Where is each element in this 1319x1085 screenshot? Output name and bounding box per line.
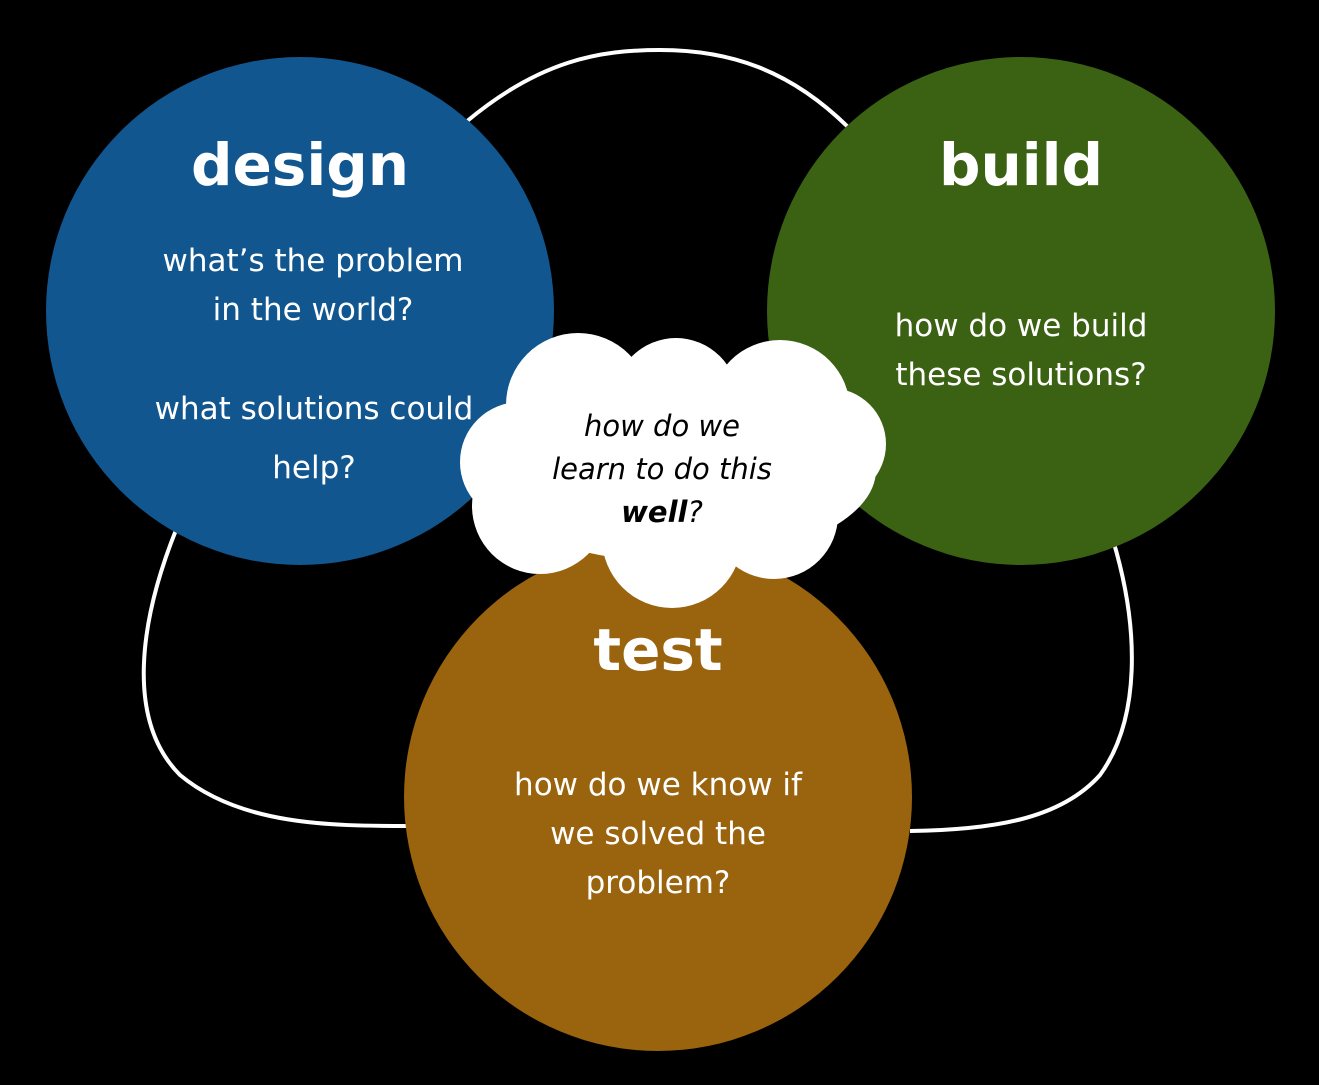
cycle-loop-right: [909, 539, 1134, 833]
build-circle: [767, 57, 1275, 565]
design-question-line-4: help?: [272, 450, 355, 486]
test-circle: [404, 543, 912, 1051]
cycle-loop-left: [141, 529, 409, 828]
cloud-question-line-2: learn to do this: [552, 452, 772, 486]
design-question-line-3: what solutions could: [155, 391, 474, 427]
design-question-line-1: what’s the problem: [162, 243, 463, 279]
test-question-line-2: we solved the: [550, 816, 766, 852]
design-title: design: [191, 131, 409, 199]
cloud-emphasis: well: [621, 495, 688, 529]
cloud-question-line-3: well?: [621, 495, 703, 529]
build-title: build: [939, 131, 1103, 199]
test-question-line-1: how do we know if: [514, 767, 803, 803]
cloud-suffix: ?: [687, 495, 702, 529]
cloud-question-line-1: how do we: [584, 409, 740, 443]
test-question-line-3: problem?: [586, 865, 731, 901]
cycle-loop-top: [464, 47, 850, 129]
design-circle: [46, 57, 554, 565]
design-question-line-2: in the world?: [213, 292, 414, 328]
center-cloud: [460, 333, 886, 608]
build-question-line-2: these solutions?: [895, 357, 1146, 393]
test-title: test: [593, 616, 722, 684]
build-question-line-1: how do we build: [895, 308, 1148, 344]
